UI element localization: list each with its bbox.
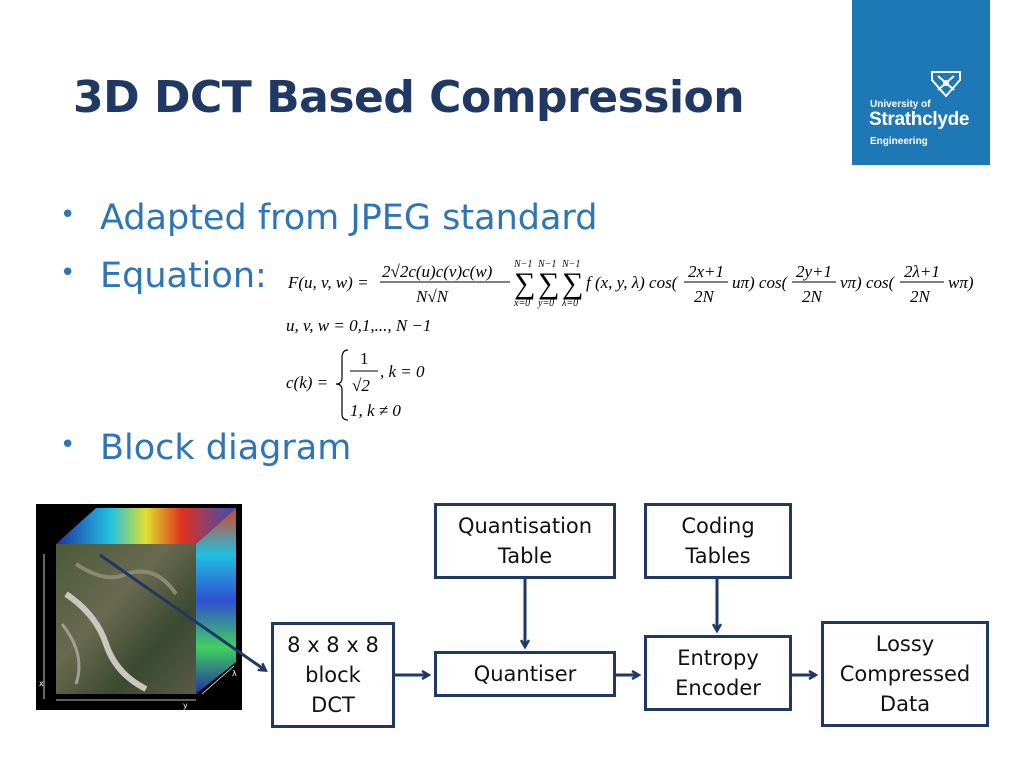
svg-text:N−1: N−1 — [561, 259, 580, 270]
svg-text:N−1: N−1 — [537, 259, 556, 270]
svg-text:vπ) cos(: vπ) cos( — [840, 273, 896, 292]
bullet-text: Block diagram — [100, 428, 352, 468]
bullet-text: Adapted from JPEG standard — [100, 198, 598, 238]
svg-text:1: 1 — [360, 349, 369, 368]
quantisation-table-block: Quantisation Table — [434, 503, 616, 579]
svg-text:wπ): wπ) — [948, 273, 974, 292]
entropy-encoder-block: Entropy Encoder — [644, 635, 792, 711]
svg-text:∑: ∑ — [562, 267, 583, 300]
svg-text:F(u, v, w) =: F(u, v, w) = — [287, 273, 369, 292]
logo-line-university: University of — [870, 99, 931, 110]
svg-text:1, k ≠ 0: 1, k ≠ 0 — [350, 401, 401, 420]
svg-text:c(k) =: c(k) = — [286, 373, 328, 392]
svg-text:∑: ∑ — [514, 267, 535, 300]
svg-text:2y+1: 2y+1 — [796, 262, 832, 281]
svg-text:y=0: y=0 — [537, 298, 554, 309]
bullet-dot: • — [60, 258, 76, 288]
svg-text:N−1: N−1 — [513, 259, 532, 270]
hyperspectral-cube-image: x y λ — [36, 504, 242, 710]
bullet-item: • Adapted from JPEG standard — [60, 198, 597, 238]
dct-block: 8 x 8 x 8 block DCT — [271, 622, 395, 728]
svg-text:2N: 2N — [802, 287, 824, 306]
bullet-dot: • — [60, 200, 76, 230]
svg-text:x=0: x=0 — [513, 298, 530, 309]
bullet-item: • Equation: — [60, 256, 267, 296]
svg-text:f (x, y, λ) cos(: f (x, y, λ) cos( — [586, 273, 679, 292]
lossy-compressed-data-block: Lossy Compressed Data — [821, 621, 989, 727]
svg-text:N√N: N√N — [415, 287, 450, 306]
arrow-image-to-dct — [99, 553, 265, 670]
svg-text:2λ+1: 2λ+1 — [904, 262, 940, 281]
svg-text:∑: ∑ — [538, 267, 559, 300]
dct-equation: F(u, v, w) = 2√2c(u)c(v)c(w) N√N N−1 ∑ x… — [287, 259, 974, 309]
slide-title: 3D DCT Based Compression — [73, 72, 745, 123]
cube-axis-y: y — [183, 701, 188, 710]
cube-axis-x: x — [39, 679, 44, 688]
svg-text:, k = 0: , k = 0 — [380, 362, 425, 381]
svg-text:2√2c(u)c(v)c(w): 2√2c(u)c(v)c(w) — [382, 262, 493, 281]
coding-tables-block: Coding Tables — [644, 503, 792, 579]
svg-text:2N: 2N — [910, 287, 932, 306]
quantiser-block: Quantiser — [434, 651, 616, 697]
svg-text:uπ) cos(: uπ) cos( — [732, 273, 789, 292]
bullet-item: • Block diagram — [60, 428, 351, 468]
cube-axis-lambda: λ — [232, 669, 237, 678]
normalisation-equation: c(k) = 1 √2 , k = 0 1, k ≠ 0 — [286, 349, 425, 421]
svg-text:λ=0: λ=0 — [561, 298, 578, 309]
svg-text:2N: 2N — [694, 287, 716, 306]
logo-line-department: Engineering — [870, 136, 928, 147]
svg-text:2x+1: 2x+1 — [688, 262, 724, 281]
bullet-text: Equation: — [100, 256, 267, 296]
svg-text:√2: √2 — [352, 376, 370, 395]
index-range: u, v, w = 0,1,..., N −1 — [286, 316, 432, 335]
university-logo: University of Strathclyde Engineering — [852, 0, 990, 165]
logo-line-name: Strathclyde — [869, 109, 970, 130]
crest-icon — [931, 71, 961, 98]
bullet-dot: • — [60, 430, 76, 460]
